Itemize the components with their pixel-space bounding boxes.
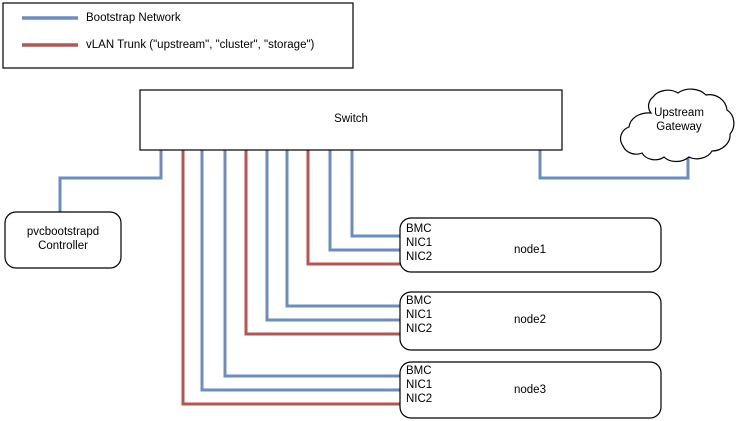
controller-box[interactable] xyxy=(4,211,122,269)
node-box-node1[interactable] xyxy=(399,217,662,273)
node-box-node3[interactable] xyxy=(399,361,662,419)
switch-box[interactable] xyxy=(139,89,563,151)
legend-box xyxy=(2,2,354,69)
cable-switch-to-node3-nic1 xyxy=(200,150,404,392)
upstream-gateway-label: Upstream Gateway xyxy=(654,107,704,133)
node-box-node2[interactable] xyxy=(399,291,662,351)
upstream-gateway-cloud[interactable] xyxy=(619,88,735,163)
cable-switch-to-node3-nic2 xyxy=(181,150,404,406)
node1-name-label: node1 xyxy=(514,244,546,256)
switch-label: Switch xyxy=(334,113,368,125)
cable-switch-to-node3-bmc xyxy=(223,150,404,378)
node1-port-labels: BMC NIC1 NIC2 xyxy=(406,223,433,263)
node2-port-labels: BMC NIC1 NIC2 xyxy=(406,295,433,335)
cable-switch-to-node2-nic2 xyxy=(244,150,404,336)
node2-name-label: node2 xyxy=(514,314,546,326)
legend-label-bootstrap-network: Bootstrap Network xyxy=(86,12,181,24)
cable-switch-to-gateway xyxy=(538,150,690,180)
cable-switch-to-node1-bmc xyxy=(350,150,404,238)
node3-port-labels: BMC NIC1 NIC2 xyxy=(406,365,433,405)
cable-switch-to-node1-nic2 xyxy=(306,150,404,266)
controller-label: pvcbootstrapd Controller xyxy=(26,226,100,252)
node3-name-label: node3 xyxy=(514,384,546,396)
legend-label-vlan-trunk: vLAN Trunk ("upstream", "cluster", "stor… xyxy=(86,39,315,51)
cable-switch-to-controller xyxy=(58,150,163,213)
cable-switch-to-node2-nic1 xyxy=(265,150,404,322)
cable-switch-to-node1-nic1 xyxy=(328,150,404,252)
cable-switch-to-node2-bmc xyxy=(285,150,404,308)
